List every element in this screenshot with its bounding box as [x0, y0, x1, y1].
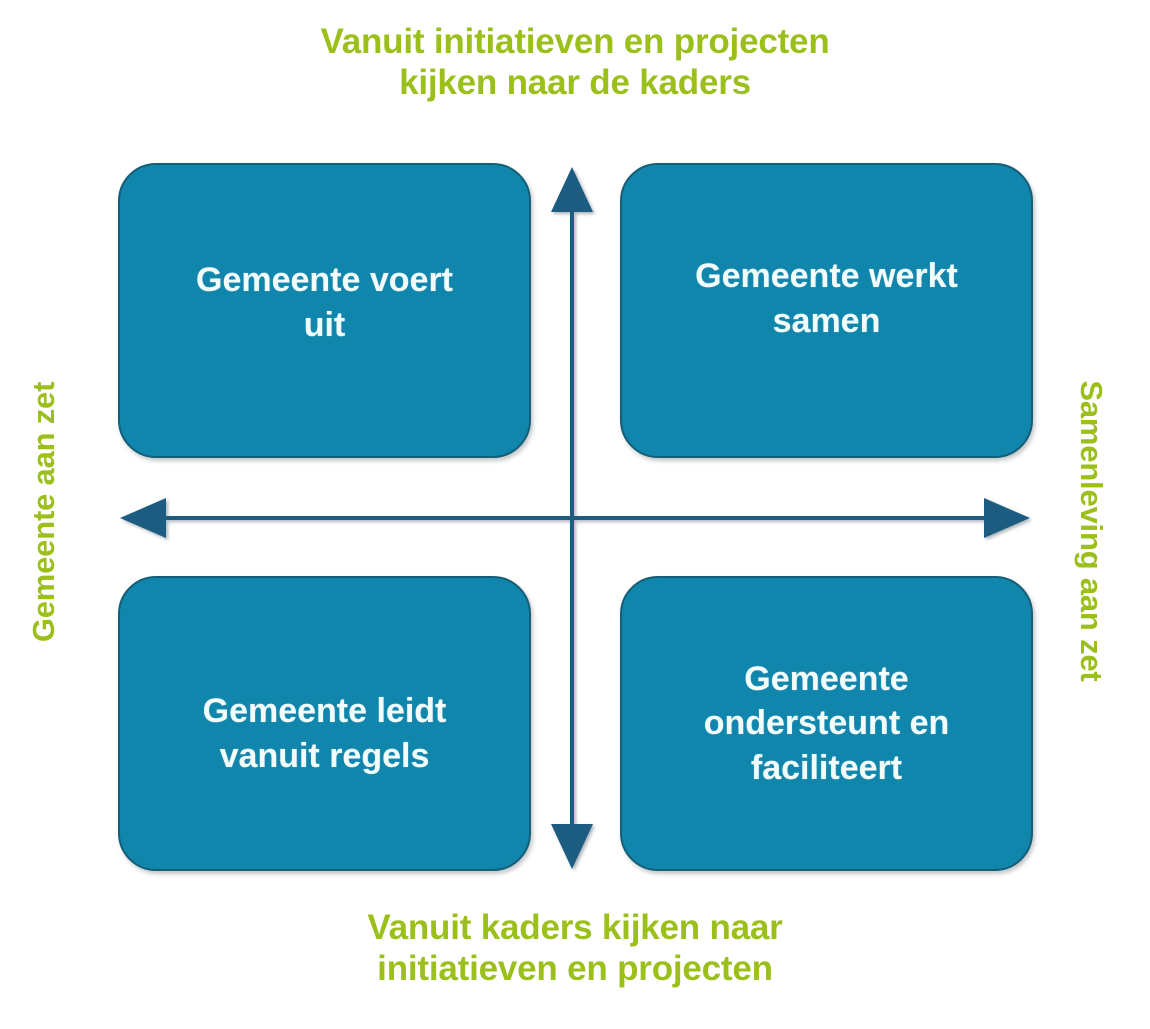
up-arrowhead-icon: [551, 167, 593, 212]
bottom-axis-caption: Vanuit kaders kijken naar initiatieven e…: [367, 908, 783, 988]
right-axis-caption: Samenleving aan zet: [1073, 380, 1109, 682]
left-axis-caption: Gemeente aan zet: [26, 381, 62, 643]
quadrant-box-bottom-right[interactable]: Gemeente ondersteunt en faciliteert: [620, 576, 1033, 871]
quadrant-label-top-right: Gemeente werkt samen: [695, 257, 958, 340]
quadrant-label-top-left: Gemeente voert uit: [196, 261, 453, 344]
down-arrowhead-icon: [551, 824, 593, 869]
quadrant-box-top-left[interactable]: Gemeente voert uit: [118, 163, 531, 458]
quadrant-label-bottom-right: Gemeente ondersteunt en faciliteert: [703, 660, 950, 787]
top-axis-caption: Vanuit initiatieven en projecten kijken …: [320, 22, 830, 102]
quadrant-label-bottom-left: Gemeente leidt vanuit regels: [202, 692, 447, 775]
left-arrowhead-icon: [120, 498, 166, 538]
quadrant-box-bottom-left[interactable]: Gemeente leidt vanuit regels: [118, 576, 531, 871]
quadrant-box-top-right[interactable]: Gemeente werkt samen: [620, 163, 1033, 458]
right-arrowhead-icon: [984, 498, 1030, 538]
